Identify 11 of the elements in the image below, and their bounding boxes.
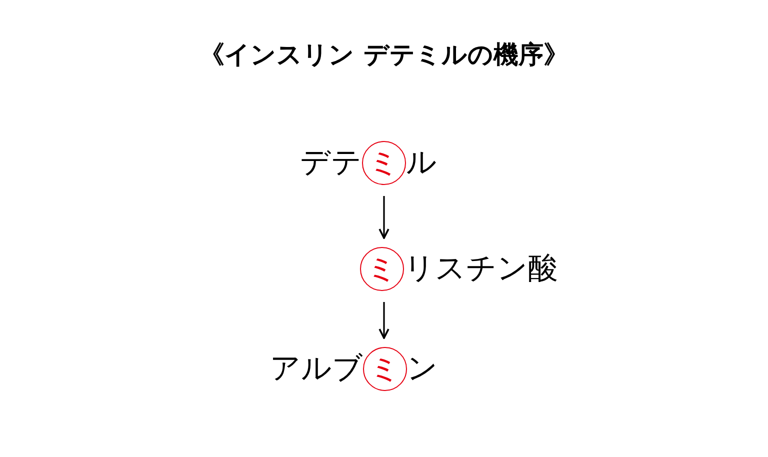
circled-character: ミ — [360, 247, 404, 291]
arrow — [378, 196, 390, 239]
title: 《インスリン デテミルの機序》 — [198, 39, 570, 71]
node-text: ル — [406, 144, 437, 182]
arrow — [378, 302, 390, 339]
circled-character: ミ — [363, 347, 407, 391]
node-text: リスチン酸 — [404, 250, 558, 288]
node-text: デテ — [300, 144, 362, 182]
circled-character: ミ — [362, 141, 406, 185]
node-text: アルブ — [270, 350, 363, 388]
node-text: ン — [407, 350, 438, 388]
